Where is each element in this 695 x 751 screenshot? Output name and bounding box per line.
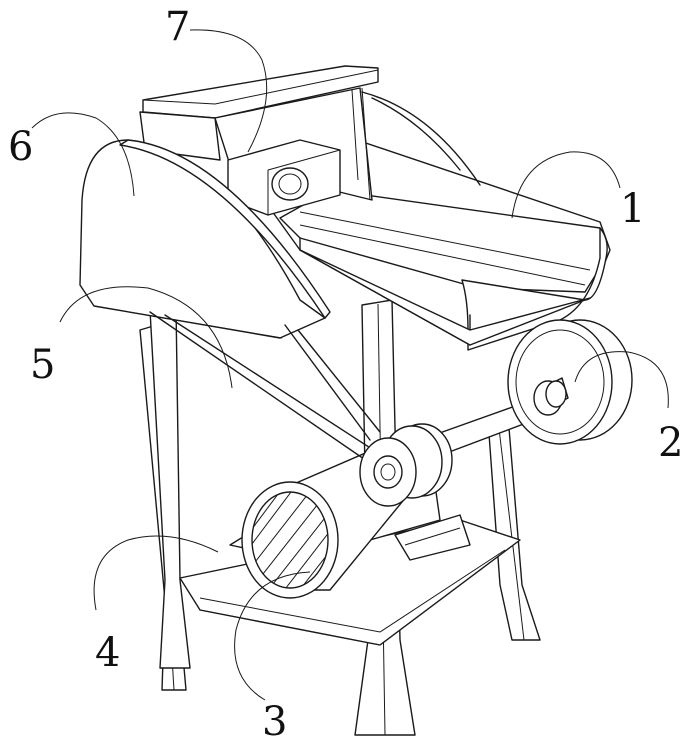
rear-right-leg [488,416,540,640]
callout-2: 2 [658,420,683,466]
callout-7: 7 [165,4,190,50]
callout-5: 5 [30,342,55,388]
callout-1: 1 [620,186,645,232]
callout-4: 4 [95,630,120,676]
callout-6: 6 [8,124,33,170]
callout-3: 3 [262,699,287,745]
